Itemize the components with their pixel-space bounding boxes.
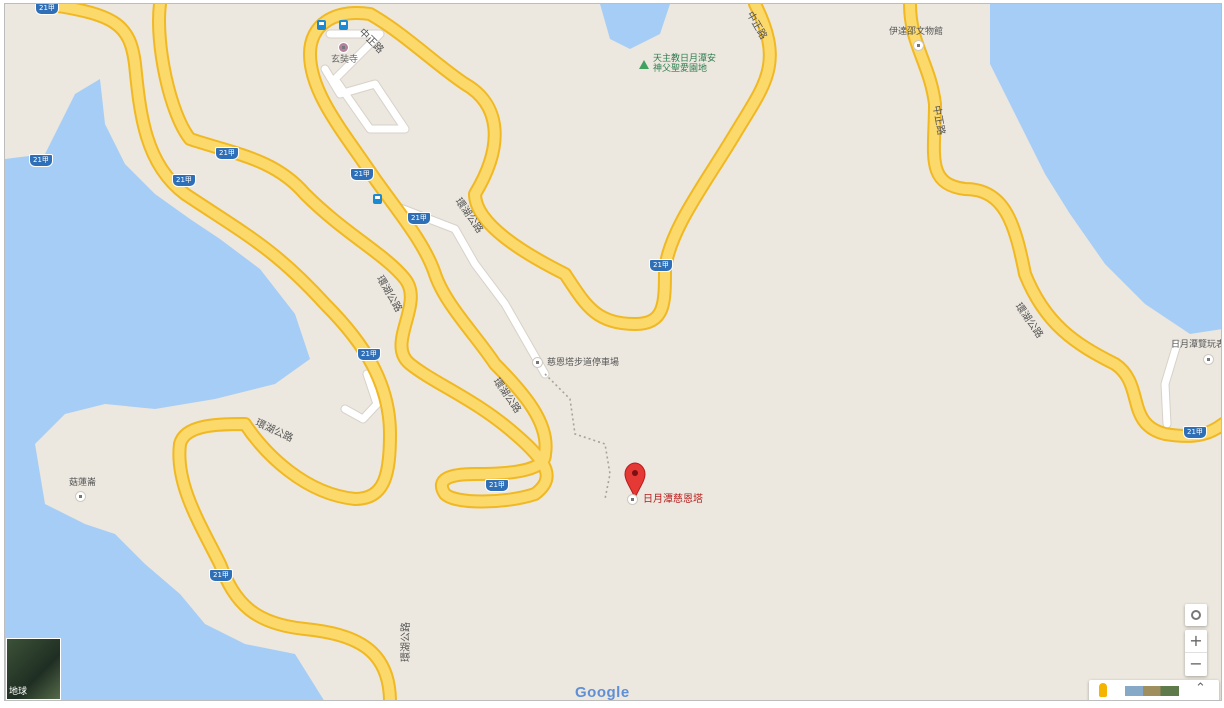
road-label-huanhu: 環湖公路 [401, 622, 412, 662]
poi-label-tower[interactable]: 日月潭慈恩塔 [643, 494, 703, 505]
parking-icon[interactable] [532, 357, 543, 368]
bus-stop-icon[interactable] [373, 194, 382, 204]
poi-label-church[interactable]: 天主教日月潭安 神父聖愛園地 [653, 54, 717, 74]
poi-dot-icon[interactable] [913, 40, 924, 51]
camera-icon[interactable] [627, 494, 638, 505]
poi-dot-icon[interactable] [75, 491, 86, 502]
poi-label-parking[interactable]: 慈恩塔步道停車場 [547, 358, 620, 368]
lake-west [5, 79, 324, 700]
route-shield: 21甲 [209, 569, 233, 582]
temple-icon[interactable] [338, 42, 349, 53]
google-logo: Google [575, 684, 630, 701]
expand-button[interactable]: ⌃ [1195, 681, 1206, 696]
map-geometry [5, 4, 1221, 700]
satellite-toggle[interactable]: 地球 [6, 638, 61, 700]
route-shield: 21甲 [485, 479, 509, 492]
lake-east [990, 4, 1221, 334]
park-icon[interactable] [638, 59, 650, 70]
minor-roads [320, 29, 1182, 429]
bottom-toolbar: ⌃ [1089, 680, 1219, 700]
zoom-in-button[interactable]: + [1189, 631, 1203, 650]
bus-stop-icon[interactable] [317, 20, 326, 30]
satellite-label: 地球 [9, 687, 28, 697]
zoom-control: + − [1185, 630, 1207, 676]
poi-label-museum[interactable]: 伊達邵文物館 [889, 27, 944, 37]
poi-label-bay[interactable]: 菇蓮崙 [69, 478, 97, 488]
poi-label-sunmoon-east[interactable]: 日月潭覽玩表 [1171, 340, 1222, 350]
poi-dot-icon[interactable] [1203, 354, 1214, 365]
route-shield: 21甲 [172, 174, 196, 187]
route-shield: 21甲 [29, 154, 53, 167]
poi-label-xuanzang[interactable]: 玄奘寺 [331, 55, 359, 65]
pegman-icon[interactable] [1099, 683, 1107, 697]
location-pin-icon[interactable] [624, 462, 646, 500]
zoom-out-button[interactable]: − [1185, 652, 1207, 675]
route-shield: 21甲 [357, 348, 381, 361]
map-canvas[interactable]: 21甲 21甲 21甲 21甲 21甲 21甲 21甲 21甲 21甲 21甲 … [4, 3, 1222, 701]
imagery-strip[interactable] [1125, 686, 1179, 696]
route-shield: 21甲 [35, 4, 59, 15]
route-shield: 21甲 [1183, 426, 1207, 439]
lake-north [600, 4, 670, 49]
route-shield: 21甲 [350, 168, 374, 181]
crosshair-icon [1191, 610, 1201, 620]
route-shield: 21甲 [215, 147, 239, 160]
my-location-button[interactable] [1185, 604, 1207, 626]
route-shield: 21甲 [649, 259, 673, 272]
walking-trail [544, 373, 611, 500]
highway-network [38, 4, 1221, 700]
bus-stop-icon[interactable] [339, 20, 348, 30]
route-shield: 21甲 [407, 212, 431, 225]
